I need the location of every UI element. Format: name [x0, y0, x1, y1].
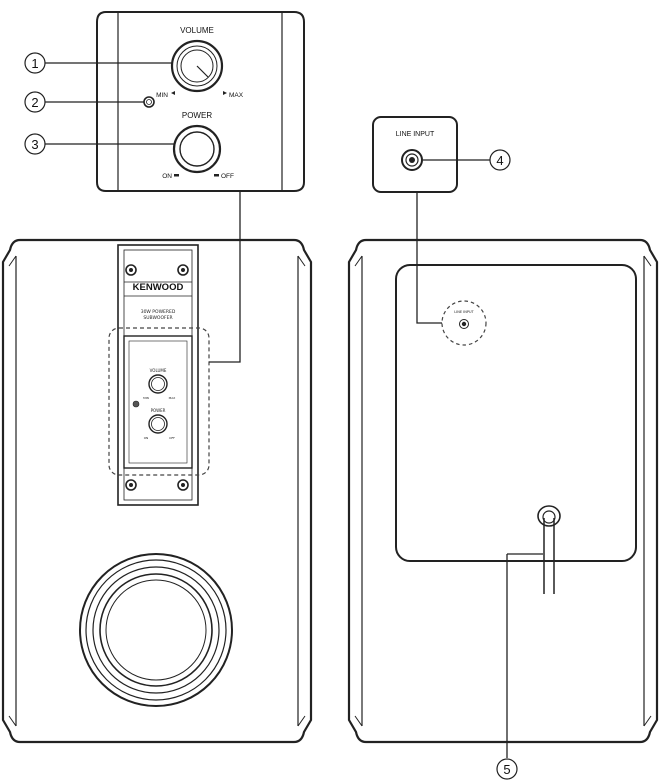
mini-volume-knob	[148, 374, 168, 394]
mini-indicator-led	[132, 400, 140, 408]
rear-mini-input-jack	[459, 319, 469, 329]
callout-2: 2	[24, 91, 46, 113]
volume-knob	[170, 39, 224, 93]
brand-logo: KENWOOD	[133, 282, 184, 293]
callout-5: 5	[496, 758, 518, 780]
control-panel-detail	[96, 11, 305, 192]
power-label: POWER	[182, 111, 212, 120]
line-input-label: LINE INPUT	[396, 131, 435, 138]
callout-number: 5	[503, 762, 510, 777]
volume-label: VOLUME	[180, 26, 214, 35]
mini-on-label: ON	[144, 436, 149, 440]
on-marker-icon	[174, 174, 179, 177]
mini-power-label: POWER	[151, 408, 166, 413]
callout-number: 3	[31, 137, 38, 152]
max-label: MAX	[229, 92, 244, 99]
callout-3: 3	[24, 133, 46, 155]
mini-power-button	[148, 414, 168, 434]
mini-volume-label: VOLUME	[150, 368, 167, 373]
line-input-jack	[401, 149, 423, 171]
strip-screw-bottom-left	[125, 479, 137, 491]
strip-screw-bottom-right	[177, 479, 189, 491]
badge-line-2: SUBWOOFER	[143, 315, 172, 321]
woofer-cone	[79, 553, 233, 707]
callout-number: 1	[31, 56, 38, 71]
mini-min-label: MIN	[143, 396, 149, 400]
indicator-led	[143, 96, 155, 108]
strip-screw-top-right	[177, 264, 189, 276]
power-cord	[537, 505, 561, 594]
on-label: ON	[162, 173, 172, 180]
rear-panel	[395, 264, 637, 562]
rear-mini-input-label: LINE INPUT	[454, 310, 474, 314]
min-marker-icon	[171, 91, 175, 95]
badge-line-1: 30W POWERED	[141, 309, 176, 315]
callout-number: 4	[496, 153, 503, 168]
callout-1: 1	[24, 52, 46, 74]
max-marker-icon	[223, 91, 227, 95]
min-label: MIN	[156, 92, 168, 99]
leader-lines	[45, 62, 543, 758]
mini-max-label: MAX	[169, 396, 176, 400]
off-label: OFF	[221, 173, 234, 180]
strip-screw-top-left	[125, 264, 137, 276]
power-button	[172, 124, 222, 174]
off-marker-icon	[214, 174, 219, 177]
mini-off-label: OFF	[169, 436, 175, 440]
callout-4: 4	[489, 149, 511, 171]
callout-number: 2	[31, 95, 38, 110]
